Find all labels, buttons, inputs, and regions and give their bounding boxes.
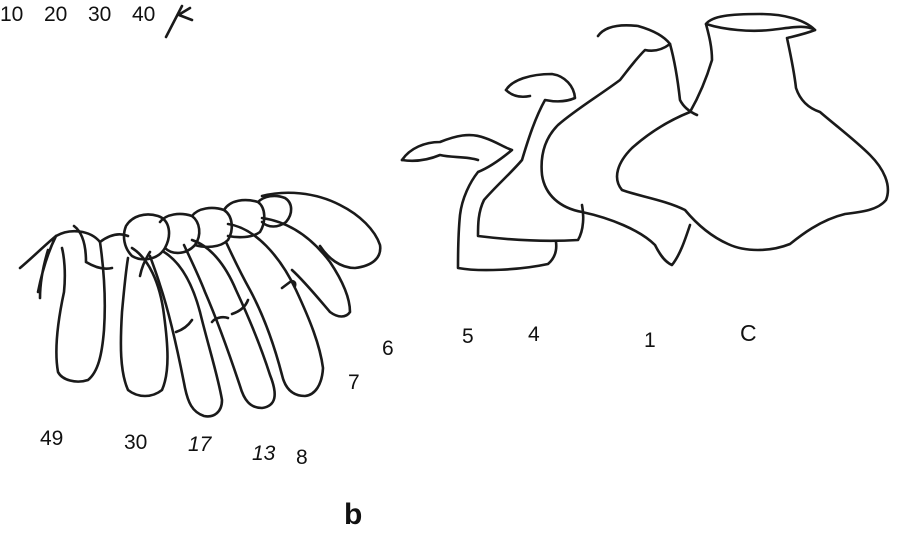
seta-label-7: 7 [348,372,360,393]
scale-tick-label: 40 [132,4,155,25]
scale-tick-label: 30 [88,4,111,25]
spine-1-outline [542,25,697,265]
spine-4-outline [478,74,583,241]
scale-tick-label: 10 [0,4,23,25]
seta-label-49: 49 [40,428,63,449]
seta-label-30: 30 [124,432,147,453]
spine-label-4: 4 [528,324,540,345]
spine-label-c: C [740,322,757,345]
spine-5-outline [402,135,556,270]
spine-label-5: 5 [462,326,474,347]
scale-tick-label: 20 [44,4,67,25]
seta-30-outline [121,248,168,396]
seta-13-outline [184,240,275,408]
seta-label-8: 8 [296,447,308,468]
seta-6-outline [262,193,380,268]
seta-49-outline [20,226,128,382]
seta-label-13: 13 [252,443,275,464]
seta-7-outline [262,218,350,317]
panel-label: b [344,500,362,530]
seta-label-6: 6 [382,338,394,359]
seta-label-17: 17 [188,434,211,455]
spine-label-1: 1 [644,330,656,351]
seta-8-outline [226,224,323,396]
